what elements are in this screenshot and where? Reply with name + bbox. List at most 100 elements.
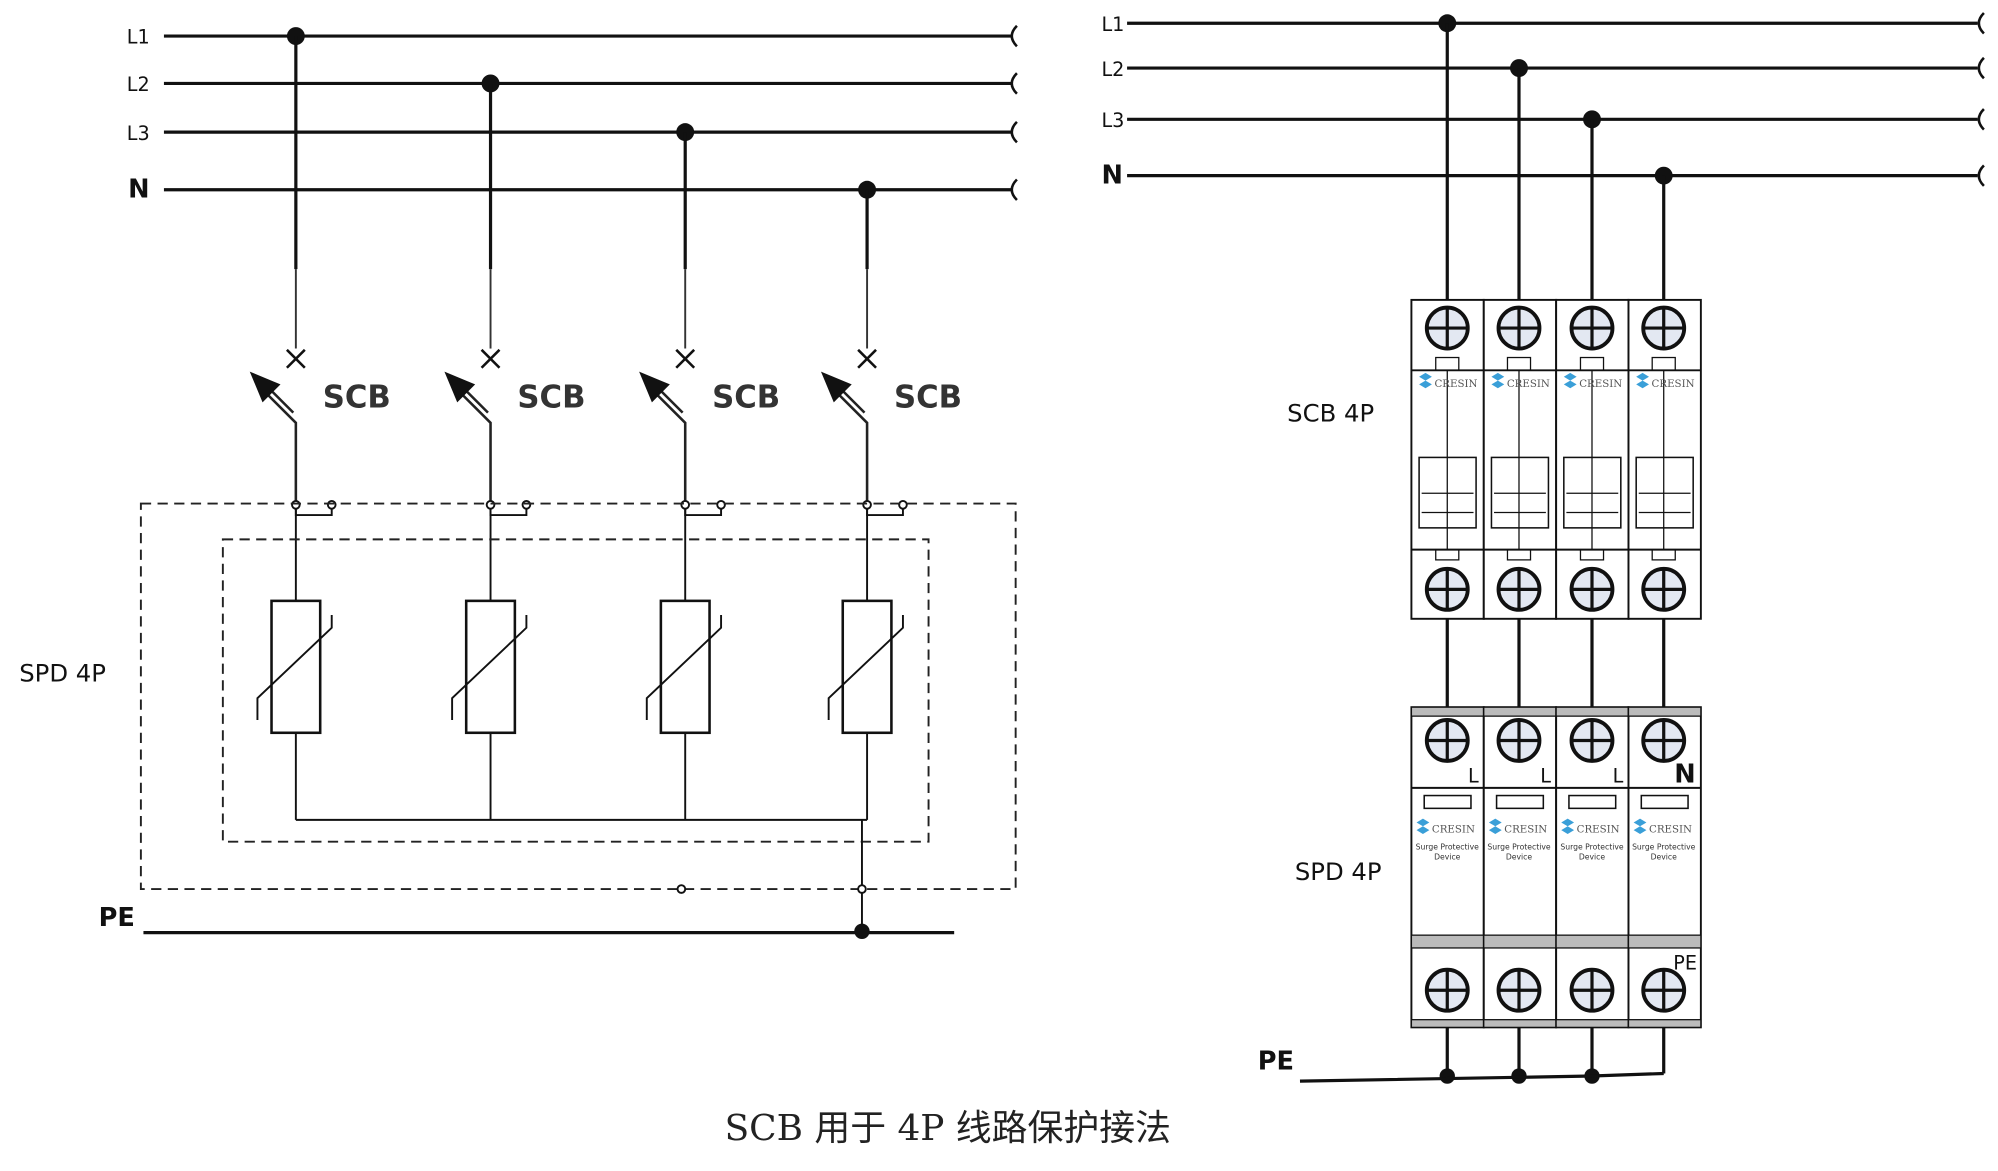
- spd-label: SPD 4P: [19, 659, 106, 688]
- brand-name: CRESIN: [1434, 378, 1477, 390]
- brand-name: CRESIN: [1504, 824, 1547, 836]
- breaker-label: SCB: [517, 379, 585, 415]
- device-text: Device: [1434, 853, 1461, 862]
- line-label: L1: [127, 26, 150, 49]
- varistor-symbol: [256, 614, 333, 720]
- line-end-terminal: [1010, 120, 1018, 144]
- screw-cross: [1643, 719, 1685, 761]
- switch-contact-x: [480, 348, 501, 369]
- line-end-terminal: [1977, 108, 1985, 131]
- scb-module: CRESIN: [1555, 298, 1630, 620]
- screw-cross: [1571, 719, 1613, 761]
- brand-name: CRESIN: [1579, 378, 1622, 390]
- varistor-symbol: [827, 614, 904, 720]
- hatched-band: [1555, 706, 1630, 717]
- breaker-arrow-head: [444, 371, 476, 403]
- hatched-band: [1627, 1019, 1702, 1029]
- line-label: L3: [1101, 109, 1124, 132]
- breaker-toggle-handle: [1418, 456, 1477, 529]
- line-label: N: [128, 174, 149, 204]
- brand-logo-icon: [1633, 818, 1647, 834]
- screw-cross: [1498, 719, 1540, 761]
- hatched-band: [1627, 934, 1702, 949]
- varistor: [464, 599, 517, 735]
- pe-label: PE: [99, 903, 135, 933]
- status-window: [1640, 794, 1689, 810]
- screw-cross: [1571, 969, 1613, 1011]
- device-text: Surge Protective: [1487, 842, 1551, 851]
- screw-cross: [1643, 969, 1685, 1011]
- brand-logo-icon: [1561, 818, 1575, 834]
- line-end-terminal: [1977, 164, 1985, 187]
- line-end-terminal: [1010, 72, 1018, 95]
- clip: [1579, 356, 1605, 371]
- status-window: [1568, 794, 1617, 810]
- hatched-band: [1410, 934, 1485, 949]
- pe-bus: [1299, 1071, 1664, 1083]
- line-end-terminal: [1977, 12, 1985, 35]
- clip: [1435, 356, 1460, 371]
- device-text: Device: [1651, 853, 1678, 862]
- contact-point: [862, 500, 872, 510]
- brand-logo-icon: [1416, 818, 1430, 834]
- breaker-switch-arm: [264, 386, 298, 503]
- screw-cross: [1426, 307, 1468, 349]
- brand-logo-icon: [1636, 372, 1649, 389]
- varistor: [659, 599, 711, 735]
- breaker-arrow-head: [639, 371, 670, 403]
- contact-point: [485, 500, 496, 510]
- screw-cross: [1426, 969, 1468, 1011]
- brand-logo-icon: [1563, 372, 1577, 389]
- brand-logo-icon: [1419, 372, 1432, 389]
- brand-logo-icon: [1488, 818, 1502, 834]
- clip: [1651, 356, 1676, 371]
- brand-name: CRESIN: [1652, 378, 1695, 390]
- hatched-band: [1410, 706, 1485, 717]
- varistor-symbol: [451, 614, 528, 720]
- line-label: N: [1101, 160, 1122, 190]
- status-window: [1495, 794, 1545, 810]
- contact-point: [857, 884, 867, 894]
- contact-point: [716, 500, 726, 510]
- breaker-label: SCB: [323, 379, 391, 415]
- hatched-band: [1483, 706, 1557, 717]
- line-end-terminal: [1010, 178, 1018, 201]
- terminal-label: N: [1674, 760, 1695, 790]
- clip: [1435, 548, 1460, 561]
- varistor: [270, 599, 322, 735]
- hatched-band: [1555, 934, 1630, 949]
- switch-contact-x: [857, 348, 877, 369]
- line-label: L2: [1101, 58, 1124, 81]
- clip: [1579, 548, 1605, 561]
- brand-name: CRESIN: [1577, 824, 1620, 836]
- breaker-arrow-head: [249, 371, 281, 403]
- scb-label: SCB 4P: [1287, 399, 1374, 428]
- brand-name: CRESIN: [1649, 824, 1692, 836]
- junction-dot: [854, 923, 870, 939]
- brand-name: CRESIN: [1432, 824, 1475, 836]
- contact-link: [489, 508, 528, 517]
- clip: [1506, 548, 1532, 561]
- screw-cross: [1643, 568, 1685, 610]
- scb-module: CRESIN: [1482, 298, 1558, 620]
- brand-logo-icon: [1491, 372, 1505, 389]
- scb-module: CRESIN: [1627, 298, 1702, 620]
- switch-contact-x: [675, 348, 696, 369]
- scb-module: CRESIN: [1410, 298, 1485, 620]
- screw-cross: [1571, 568, 1613, 610]
- breaker-switch-arm: [835, 386, 869, 503]
- hatched-band: [1410, 1019, 1485, 1029]
- screw-cross: [1498, 568, 1540, 610]
- line-end-terminal: [1010, 24, 1018, 48]
- spd-label: SPD 4P: [1295, 857, 1382, 886]
- breaker-toggle-handle: [1635, 456, 1694, 529]
- brand-name: CRESIN: [1507, 378, 1550, 390]
- spd-inner-dashed-box: [221, 538, 930, 843]
- device-text: Device: [1579, 853, 1606, 862]
